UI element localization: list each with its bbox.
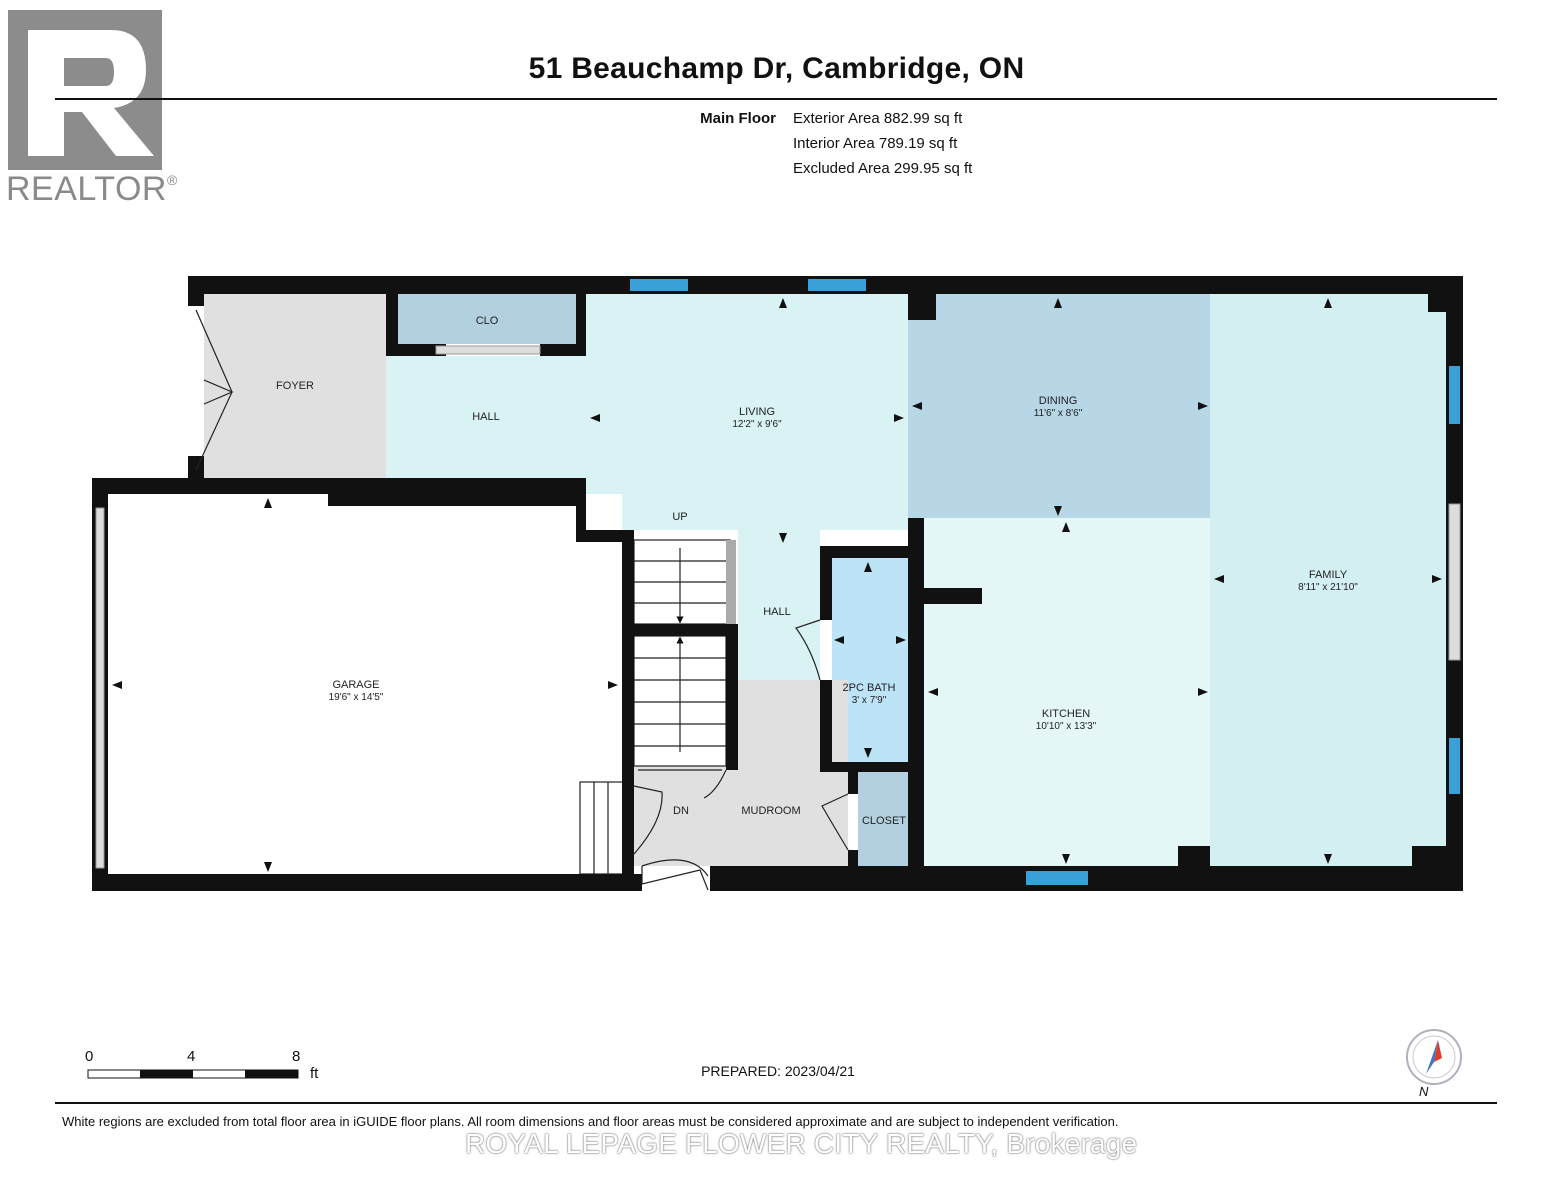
label-foyer: FOYER <box>276 380 314 392</box>
room-foyer <box>204 294 386 478</box>
room-hall-lower <box>738 530 820 680</box>
room-garage <box>108 494 622 874</box>
doors <box>195 309 849 891</box>
label-hall-upper: HALL <box>472 411 500 423</box>
exterior-area: Exterior Area 882.99 sq ft <box>793 110 963 127</box>
label-stairs-down: DN <box>673 805 689 817</box>
room-family <box>1210 294 1446 868</box>
glass-panels <box>95 345 1461 869</box>
label-closet: CLOSET <box>862 815 906 827</box>
dimension-arrows <box>112 298 1442 872</box>
scale-tick-8: 8 <box>292 1048 301 1065</box>
label-living: LIVING <box>739 406 775 418</box>
room-hall-upper <box>386 356 586 478</box>
floor-name: Main Floor <box>700 110 776 127</box>
label-stairs-up: UP <box>672 511 687 523</box>
realtor-r-icon <box>8 10 162 170</box>
footer-divider <box>55 1102 1497 1104</box>
windows <box>630 279 1460 885</box>
dims-bath: 3' x 7'9" <box>852 695 887 706</box>
label-family: FAMILY <box>1309 569 1348 581</box>
scale-bar <box>87 1069 299 1079</box>
room-closet <box>858 772 910 866</box>
label-clo: CLO <box>476 315 499 327</box>
compass-icon <box>1406 1029 1462 1085</box>
scale-unit: ft <box>310 1065 319 1082</box>
label-garage: GARAGE <box>332 679 379 691</box>
dims-family: 8'11" x 21'10" <box>1298 582 1358 593</box>
label-bath: 2PC BATH <box>843 682 896 694</box>
label-kitchen: KITCHEN <box>1042 708 1090 720</box>
label-hall-lower: HALL <box>763 606 791 618</box>
dims-kitchen: 10'10" x 13'3" <box>1036 721 1097 732</box>
dims-living: 12'2" x 9'6" <box>732 419 782 430</box>
scale-tick-0: 0 <box>85 1048 94 1065</box>
excluded-area: Excluded Area 299.95 sq ft <box>793 160 973 177</box>
label-mudroom: MUDROOM <box>741 805 800 817</box>
stairs <box>633 539 736 767</box>
room-dining <box>908 294 1210 518</box>
room-clo <box>398 294 576 344</box>
scale-tick-4: 4 <box>187 1048 196 1065</box>
title-divider <box>55 98 1497 100</box>
realtor-wordmark: REALTOR® <box>6 170 178 208</box>
interior-area: Interior Area 789.19 sq ft <box>793 135 958 152</box>
prepared-date: PREPARED: 2023/04/21 <box>701 1063 855 1079</box>
room-living <box>586 294 908 530</box>
disclaimer-text: White regions are excluded from total fl… <box>62 1114 1119 1129</box>
room-kitchen <box>924 518 1210 868</box>
realtor-logo <box>6 8 166 178</box>
dims-garage: 19'6" x 14'5" <box>329 692 384 703</box>
compass-label: N <box>1419 1084 1429 1099</box>
garage-steps <box>579 781 625 875</box>
page-title: 51 Beauchamp Dr, Cambridge, ON <box>528 52 1025 85</box>
dims-dining: 11'6" x 8'6" <box>1034 408 1083 419</box>
brokerage-watermark: ROYAL LEPAGE FLOWER CITY REALTY, Brokera… <box>465 1128 1138 1159</box>
label-dining: DINING <box>1039 395 1078 407</box>
